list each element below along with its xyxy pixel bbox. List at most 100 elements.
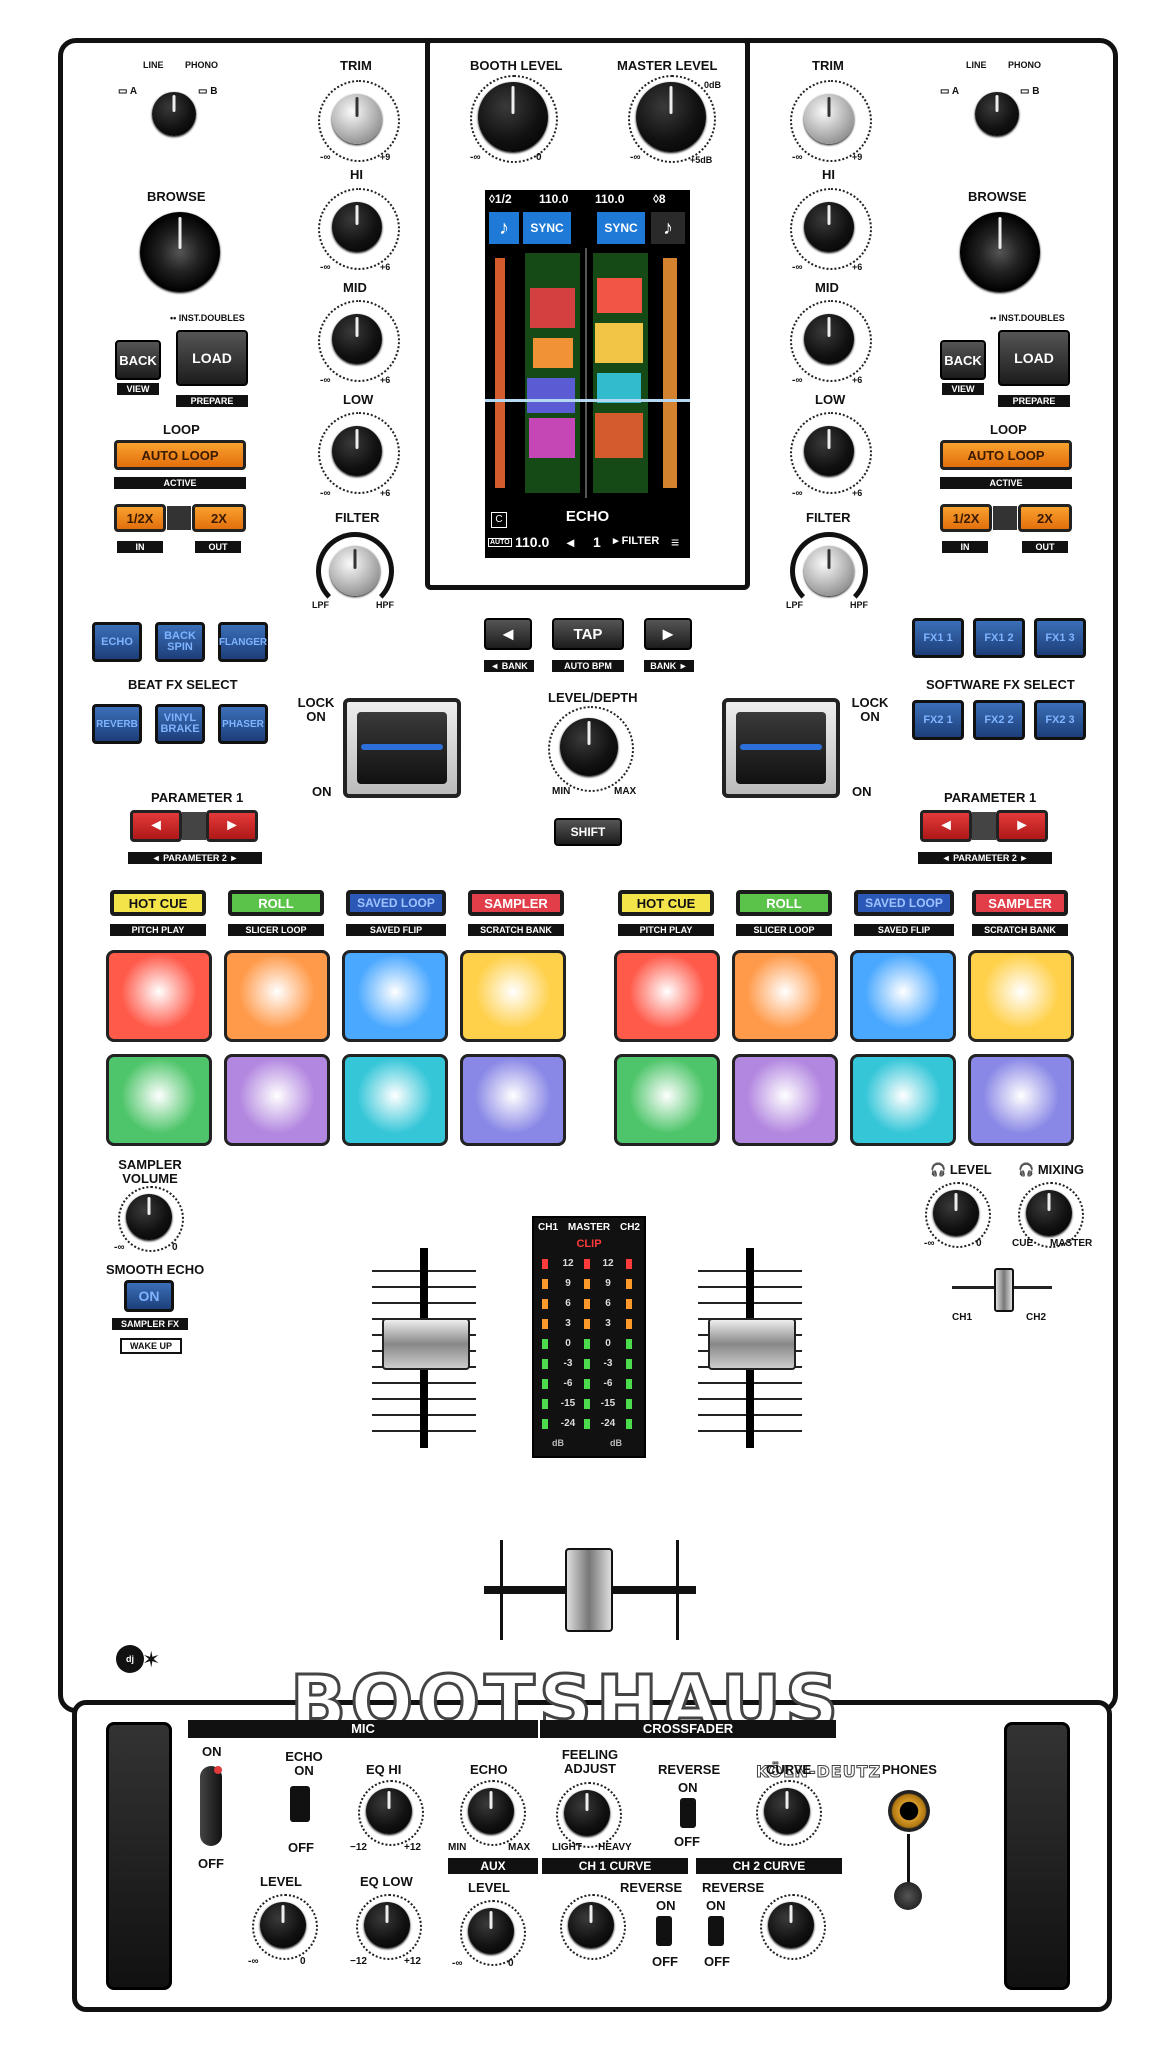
hp-level-knob[interactable] [933, 1190, 979, 1236]
fx-phaser-button[interactable]: PHASER [218, 704, 268, 744]
param-left-button-right[interactable]: ◄ [920, 810, 972, 842]
shift-button[interactable]: SHIFT [554, 818, 622, 846]
eq-hi-knob[interactable] [332, 202, 382, 252]
hp-mixing-knob[interactable] [1026, 1190, 1072, 1236]
roll-button-right[interactable]: ROLL [736, 890, 832, 916]
smooth-echo-on-button[interactable]: ON [124, 1280, 174, 1312]
browse-encoder-right[interactable] [960, 212, 1040, 292]
roll-button-left[interactable]: ROLL [228, 890, 324, 916]
pad-right-2[interactable] [732, 950, 838, 1042]
front-eq-hi-knob[interactable] [366, 1788, 412, 1834]
screen-sync-left[interactable]: SYNC [523, 212, 571, 244]
phones-jack-icon[interactable] [888, 1790, 930, 1832]
ch1-reverse-switch[interactable] [656, 1916, 672, 1946]
filter-knob-right[interactable] [804, 546, 854, 596]
back-button[interactable]: BACK [115, 340, 161, 380]
pad-left-2[interactable] [224, 950, 330, 1042]
browse-encoder[interactable] [140, 212, 220, 292]
fx-echo-button[interactable]: ECHO [92, 622, 142, 662]
sampler-button-left[interactable]: SAMPLER [468, 890, 564, 916]
pad-left-5[interactable] [106, 1054, 212, 1146]
echo-on-switch[interactable] [290, 1786, 310, 1822]
back-button-right[interactable]: BACK [940, 340, 986, 380]
tap-button[interactable]: TAP [552, 618, 624, 650]
front-eq-low-knob[interactable] [364, 1902, 410, 1948]
eq-mid-knob-right[interactable] [804, 314, 854, 364]
channel-fader-right[interactable] [708, 1318, 796, 1370]
load-button[interactable]: LOAD [176, 330, 248, 386]
eq-mid-knob[interactable] [332, 314, 382, 364]
fx2-3-button[interactable]: FX2 3 [1034, 700, 1086, 740]
auto-loop-button-right[interactable]: AUTO LOOP [940, 440, 1072, 470]
fx2-2-button[interactable]: FX2 2 [973, 700, 1025, 740]
screen-sync-right[interactable]: SYNC [597, 212, 645, 244]
ch1-curve-knob[interactable] [568, 1902, 614, 1948]
pad-right-8[interactable] [968, 1054, 1074, 1146]
pad-left-6[interactable] [224, 1054, 330, 1146]
hot-cue-button-right[interactable]: HOT CUE [618, 890, 714, 916]
pad-right-4[interactable] [968, 950, 1074, 1042]
bank-left-button[interactable]: ◄ [484, 618, 532, 650]
input-selector-knob-right[interactable] [975, 92, 1019, 136]
channel-fader-left[interactable] [382, 1318, 470, 1370]
pad-left-4[interactable] [460, 950, 566, 1042]
ch2-reverse-switch[interactable] [708, 1916, 724, 1946]
fx1-1-button[interactable]: FX1 1 [912, 618, 964, 658]
ch2-curve-knob[interactable] [768, 1902, 814, 1948]
param-right-button-left[interactable]: ► [206, 810, 258, 842]
mini-jack-icon[interactable] [894, 1882, 922, 1910]
screen-menu-icon[interactable]: ≡ [671, 534, 680, 550]
fx1-2-button[interactable]: FX1 2 [973, 618, 1025, 658]
pad-left-8[interactable] [460, 1054, 566, 1146]
fx-vinylbrake-button[interactable]: VINYL BRAKE [155, 704, 205, 744]
fx-flanger-button[interactable]: FLANGER [218, 622, 268, 662]
loop-double-button-right[interactable]: 2X [1018, 504, 1072, 532]
pad-right-5[interactable] [614, 1054, 720, 1146]
feeling-adjust-knob[interactable] [564, 1790, 610, 1836]
eq-hi-knob-right[interactable] [804, 202, 854, 252]
fx1-3-button[interactable]: FX1 3 [1034, 618, 1086, 658]
pad-right-1[interactable] [614, 950, 720, 1042]
eq-low-knob-right[interactable] [804, 426, 854, 476]
param-left-button-left[interactable]: ◄ [130, 810, 182, 842]
filter-knob[interactable] [330, 546, 380, 596]
mic-on-switch[interactable] [200, 1766, 222, 1846]
trim-knob-right[interactable] [804, 94, 854, 144]
bank-right-button[interactable]: ► [644, 618, 692, 650]
sampler-button-right[interactable]: SAMPLER [972, 890, 1068, 916]
mic-level-knob[interactable] [260, 1902, 306, 1948]
hot-cue-button-left[interactable]: HOT CUE [110, 890, 206, 916]
level-depth-knob[interactable] [560, 718, 618, 776]
fx2-1-button[interactable]: FX2 1 [912, 700, 964, 740]
fx-paddle-right[interactable] [722, 698, 840, 798]
fx-reverb-button[interactable]: REVERB [92, 704, 142, 744]
fx-paddle-left[interactable] [343, 698, 461, 798]
param-right-button-right[interactable]: ► [996, 810, 1048, 842]
loop-half-button[interactable]: 1/2X [114, 504, 166, 532]
master-level-knob[interactable] [636, 82, 706, 152]
eq-low-knob[interactable] [332, 426, 382, 476]
crossfader-knob[interactable] [565, 1548, 613, 1632]
loop-double-button[interactable]: 2X [192, 504, 246, 532]
pad-left-3[interactable] [342, 950, 448, 1042]
aux-level-knob[interactable] [468, 1908, 514, 1954]
pad-right-7[interactable] [850, 1054, 956, 1146]
auto-loop-button[interactable]: AUTO LOOP [114, 440, 246, 470]
pad-left-1[interactable] [106, 950, 212, 1042]
trim-knob[interactable] [332, 94, 382, 144]
sampler-volume-knob[interactable] [126, 1194, 172, 1240]
load-button-right[interactable]: LOAD [998, 330, 1070, 386]
saved-loop-button-right[interactable]: SAVED LOOP [854, 890, 954, 916]
hp-crossfader-knob[interactable] [994, 1268, 1014, 1312]
saved-loop-button-left[interactable]: SAVED LOOP [346, 890, 446, 916]
booth-level-knob[interactable] [478, 82, 548, 152]
xf-reverse-switch[interactable] [680, 1798, 696, 1828]
pad-right-6[interactable] [732, 1054, 838, 1146]
fx-backspin-button[interactable]: BACK SPIN [155, 622, 205, 662]
loop-half-button-right[interactable]: 1/2X [940, 504, 992, 532]
pad-left-7[interactable] [342, 1054, 448, 1146]
pad-right-3[interactable] [850, 950, 956, 1042]
input-selector-knob[interactable] [152, 92, 196, 136]
front-echo-knob[interactable] [468, 1788, 514, 1834]
curve-knob[interactable] [764, 1788, 810, 1834]
